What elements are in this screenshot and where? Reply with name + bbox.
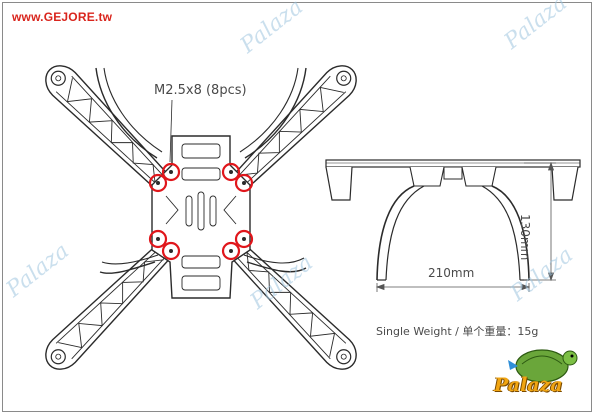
center-plate [151,135,251,299]
screw-spec-label: M2.5x8 (8pcs) [154,83,247,98]
screw-leader-line [169,99,173,163]
logo-text: Palaza [494,374,563,396]
height-dimension-label: 130mm [518,214,532,261]
screw-highlights [148,162,254,261]
image-frame [2,2,592,412]
logo-mascot [508,349,578,383]
width-dimension-label: 210mm [428,266,475,280]
side-view [325,159,581,281]
site-url: www.GEJORE.tw [12,10,113,24]
dimension-lines [375,161,556,292]
weight-label: Single Weight / 单个重量：15g [376,325,539,338]
landing-gear-top-view [95,67,307,274]
